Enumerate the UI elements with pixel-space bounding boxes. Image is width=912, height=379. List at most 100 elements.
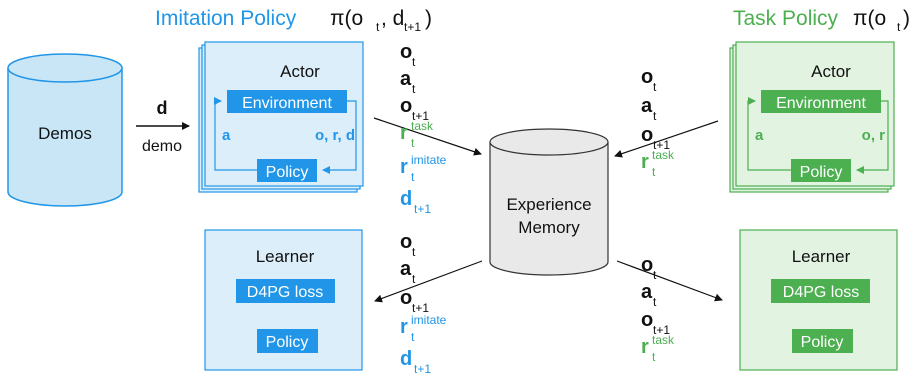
memory-label-line2: Memory xyxy=(518,218,580,237)
svg-text:task: task xyxy=(652,148,675,162)
demos-to-actor-arrow: d demo xyxy=(136,98,190,155)
experience-memory-database: Experience Memory xyxy=(489,128,609,276)
svg-text:t: t xyxy=(411,136,415,150)
task-learner-transition-tuple: o t a t o t+1 r task t xyxy=(641,254,675,364)
memory-to-task-learner-arrow xyxy=(616,260,723,302)
task-policy-label: Policy xyxy=(800,164,843,181)
task-learner: Learner D4PG loss Policy xyxy=(739,229,898,371)
svg-text:task: task xyxy=(652,333,675,347)
task-actor-to-memory-arrow xyxy=(614,120,719,158)
svg-text:π(o: π(o xyxy=(330,7,363,30)
svg-text:t: t xyxy=(653,80,657,94)
imitation-environment-box xyxy=(227,90,347,113)
svg-text:t: t xyxy=(412,272,416,286)
svg-text:): ) xyxy=(425,7,432,30)
imitation-learner-transition-tuple: o t a t o t+1 r imitate t d t+1 xyxy=(400,231,447,376)
svg-text:d: d xyxy=(157,98,168,118)
imitation-loop-action: a xyxy=(222,127,231,144)
demos-label: Demos xyxy=(38,124,92,143)
imitation-loop-observation: o, r, d xyxy=(315,127,355,144)
task-loop-action: a xyxy=(755,127,764,144)
svg-text:t+1: t+1 xyxy=(653,323,670,337)
svg-text:r: r xyxy=(641,336,649,358)
task-learner-policy-label: Policy xyxy=(801,334,844,351)
svg-text:Task Policy: Task Policy xyxy=(733,7,839,30)
svg-text:t: t xyxy=(411,330,415,344)
svg-text:r: r xyxy=(400,156,408,178)
svg-text:o: o xyxy=(400,287,412,309)
demos-database: Demos xyxy=(7,53,123,207)
svg-text:r: r xyxy=(400,316,408,338)
svg-text:t: t xyxy=(653,109,657,123)
svg-text:t: t xyxy=(376,20,380,34)
svg-text:o: o xyxy=(641,254,653,276)
imitation-actor-label: Actor xyxy=(280,62,320,81)
svg-text:t: t xyxy=(412,245,416,259)
imitation-loss-box xyxy=(236,279,335,303)
imitation-learner-policy-label: Policy xyxy=(266,334,309,351)
svg-text:o: o xyxy=(400,95,412,117)
task-policy-box xyxy=(791,159,851,182)
task-loss-label: D4PG loss xyxy=(783,284,859,301)
svg-text:π(o: π(o xyxy=(853,7,886,30)
task-environment-label: Environment xyxy=(776,95,866,112)
svg-text:imitate: imitate xyxy=(411,313,447,327)
imitation-learner-policy-box xyxy=(257,329,318,353)
svg-text:t+1: t+1 xyxy=(414,362,431,376)
task-learner-label: Learner xyxy=(792,247,851,266)
imitation-environment-label: Environment xyxy=(242,95,332,112)
svg-text:a: a xyxy=(641,95,653,117)
svg-text:t: t xyxy=(412,82,416,96)
svg-text:r: r xyxy=(400,122,408,144)
imitation-policy-title: Imitation Policy π(o t , d t+1 ) xyxy=(155,7,432,34)
task-actor-transition-tuple: o t a t o t+1 r task t xyxy=(641,66,675,179)
svg-text:a: a xyxy=(641,281,653,303)
svg-text:t: t xyxy=(412,55,416,69)
svg-text:t+1: t+1 xyxy=(414,202,431,216)
svg-text:t: t xyxy=(897,20,901,34)
svg-text:d: d xyxy=(400,188,412,210)
svg-text:imitate: imitate xyxy=(411,153,447,167)
svg-text:t+1: t+1 xyxy=(412,109,429,123)
svg-text:Imitation Policy: Imitation Policy xyxy=(155,7,297,30)
svg-text:a: a xyxy=(400,68,412,90)
svg-text:t: t xyxy=(653,268,657,282)
imitation-loss-label: D4PG loss xyxy=(247,284,323,301)
imitation-actor-transition-tuple: o t a t o t+1 r task t r imitate t d t+1 xyxy=(400,41,447,216)
task-policy-title: Task Policy π(o t ) xyxy=(733,7,910,34)
svg-text:t+1: t+1 xyxy=(412,301,429,315)
imitation-learner-label: Learner xyxy=(256,247,315,266)
svg-text:t: t xyxy=(411,170,415,184)
svg-text:d: d xyxy=(400,348,412,370)
task-loss-box xyxy=(771,279,870,303)
svg-text:a: a xyxy=(400,258,412,280)
svg-text:t: t xyxy=(652,165,656,179)
imitation-actor-to-memory-arrow xyxy=(373,117,482,156)
task-loop-observation: o, r xyxy=(862,127,885,144)
task-actor-stack: Actor Environment Policy a o, r xyxy=(729,41,895,193)
svg-text:o: o xyxy=(641,309,653,331)
memory-label-line1: Experience xyxy=(506,195,591,214)
svg-text:o: o xyxy=(400,231,412,253)
imitation-policy-box xyxy=(257,159,317,182)
svg-text:o: o xyxy=(400,41,412,63)
svg-text:task: task xyxy=(411,119,434,133)
svg-text:t+1: t+1 xyxy=(404,20,421,34)
svg-text:t: t xyxy=(652,350,656,364)
svg-text:t+1: t+1 xyxy=(653,138,670,152)
svg-text:, d: , d xyxy=(381,7,404,30)
svg-text:demo: demo xyxy=(142,138,182,155)
task-learner-policy-box xyxy=(792,329,853,353)
imitation-learner: Learner D4PG loss Policy xyxy=(204,229,363,371)
svg-text:o: o xyxy=(641,124,653,146)
task-actor-label: Actor xyxy=(811,62,851,81)
svg-text:o: o xyxy=(641,66,653,88)
memory-to-imitation-learner-arrow xyxy=(374,260,483,303)
imitation-actor-stack: Actor Environment Policy a o, r, d xyxy=(198,41,364,193)
imitation-policy-label: Policy xyxy=(266,164,309,181)
svg-text:t: t xyxy=(653,295,657,309)
task-environment-box xyxy=(761,90,881,113)
svg-text:r: r xyxy=(641,151,649,173)
svg-text:): ) xyxy=(903,7,910,30)
